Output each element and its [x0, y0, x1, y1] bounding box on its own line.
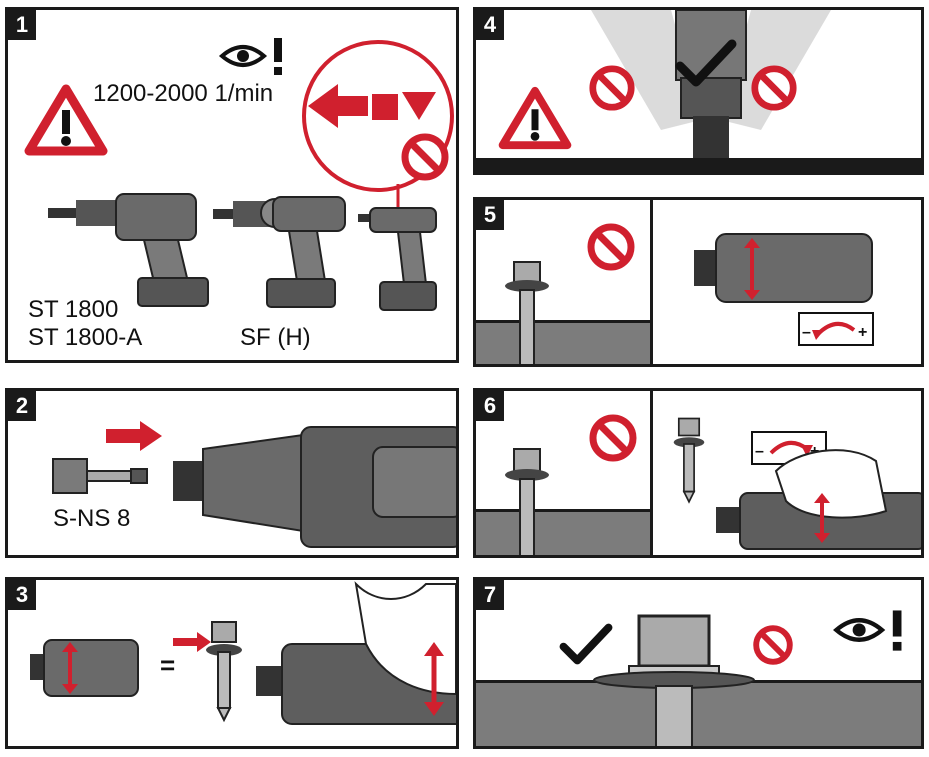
prohibited-icon: [753, 625, 793, 665]
step-number: 2: [8, 391, 36, 421]
direction-arrow-icon: [308, 84, 436, 128]
red-arrow-icon: [173, 632, 211, 652]
surface: [476, 680, 921, 746]
depth-gauge-illustration: [694, 233, 873, 303]
adjust-direction-icon: [798, 312, 874, 346]
screw-over-driven-illustration: [505, 261, 549, 364]
screw-illustration: [206, 621, 242, 723]
panel-4: 4: [473, 7, 924, 175]
step-number: 5: [476, 200, 504, 230]
speed-label: 1200-2000 1/min: [93, 80, 274, 107]
minus-label: –: [802, 324, 811, 341]
tool-with-hand-illustration: [716, 449, 921, 550]
nut-setter-bit-illustration: [52, 458, 148, 494]
step-number: 1: [8, 10, 36, 40]
surface: [476, 320, 650, 364]
correct-screw-illustration: [593, 614, 755, 746]
eye-attention-icon: [218, 38, 282, 75]
eye-attention-icon: [833, 610, 902, 651]
impact-driver-illustration: [358, 207, 437, 311]
prohibited-icon: [401, 133, 449, 181]
divider: [650, 391, 653, 555]
prohibited-icon: [589, 65, 635, 111]
screw-under-driven-illustration: [505, 448, 549, 555]
insert-arrow-icon: [106, 421, 162, 451]
surface: [476, 509, 650, 555]
tool-label-st1800: ST 1800: [28, 296, 119, 323]
panel-6: 6 – +: [473, 388, 924, 558]
tool-with-hand-illustration: [256, 581, 456, 725]
panel-7: 7: [473, 577, 924, 749]
drill-sf-illustration: [213, 196, 346, 308]
depth-gauge-illustration: [30, 639, 139, 697]
plus-label: +: [858, 324, 868, 341]
tool-chuck-illustration: [173, 426, 456, 548]
screwdriver-st1800-illustration: [48, 193, 209, 307]
panel-3: 3 =: [5, 577, 459, 749]
step-number: 3: [8, 580, 36, 610]
step-number: 4: [476, 10, 504, 40]
step-number: 6: [476, 391, 504, 421]
bit-label: S-NS 8: [53, 505, 131, 532]
divider: [650, 200, 653, 364]
surface: [476, 158, 921, 172]
prohibited-icon: [589, 414, 637, 462]
check-mark-icon: [559, 623, 613, 665]
tool-label-sfh: SF (H): [240, 324, 311, 351]
panel-2: 2 S-NS 8: [5, 388, 459, 558]
minus-label: –: [755, 443, 764, 460]
panel-1: 1 1200-2000 1/min ST 18: [5, 7, 459, 363]
step-number: 7: [476, 580, 504, 610]
check-mark-icon: [675, 39, 737, 87]
warning-icon: [24, 84, 108, 156]
warning-icon: [498, 86, 572, 150]
equals-sign: =: [160, 650, 176, 680]
adjust-direction-icon: [751, 431, 827, 465]
prohibited-icon: [751, 65, 797, 111]
panel-5: 5 – +: [473, 197, 924, 367]
prohibited-icon: [587, 223, 635, 271]
tool-label-st1800a: ST 1800-A: [28, 324, 143, 351]
screw-illustration: [673, 417, 705, 504]
